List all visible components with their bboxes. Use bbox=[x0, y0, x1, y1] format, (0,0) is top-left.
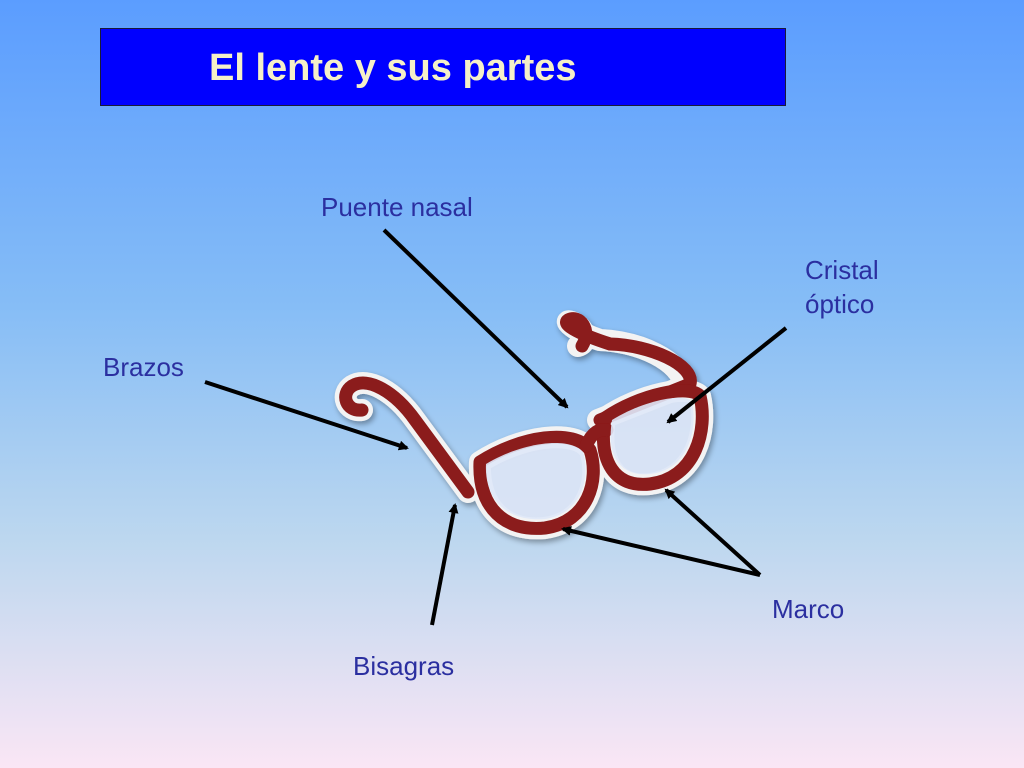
arrow-brazos bbox=[204, 380, 409, 451]
arrow-marco-1 bbox=[561, 525, 761, 577]
slide-title: El lente y sus partes bbox=[209, 47, 577, 89]
title-box: El lente y sus partes bbox=[100, 28, 786, 106]
arrow-cristal-optico bbox=[666, 326, 788, 424]
label-marco: Marco bbox=[772, 594, 845, 624]
glasses-icon bbox=[334, 310, 714, 540]
label-cristal-optico-line2: óptico bbox=[805, 289, 875, 319]
label-cristal-optico-line1: Cristal bbox=[805, 255, 879, 285]
label-bisagras: Bisagras bbox=[353, 651, 455, 681]
arrows bbox=[204, 228, 788, 626]
arrow-puente-nasal bbox=[382, 228, 569, 409]
arrow-marco-2 bbox=[664, 488, 762, 577]
label-brazos: Brazos bbox=[103, 352, 184, 382]
arrow-bisagras bbox=[430, 503, 459, 626]
label-puente-nasal: Puente nasal bbox=[321, 192, 473, 222]
